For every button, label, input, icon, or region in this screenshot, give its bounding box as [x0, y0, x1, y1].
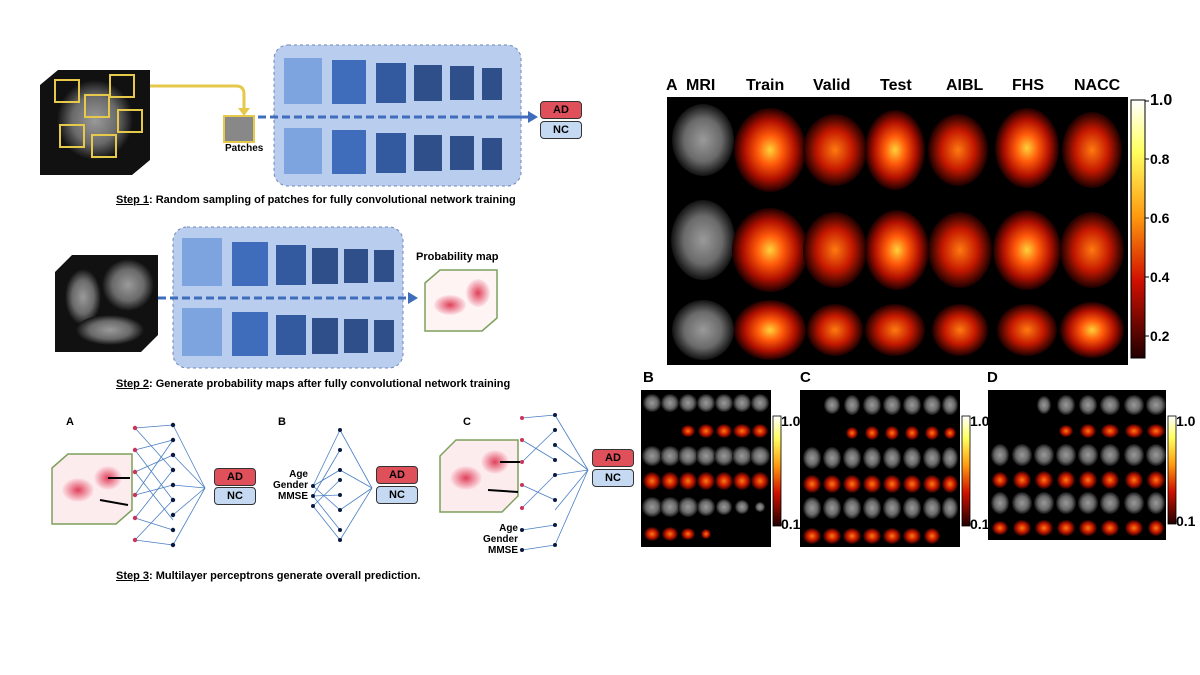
colorbar-tick-5: 0.2 — [1150, 328, 1170, 344]
heatmap-grid-a — [667, 97, 1128, 365]
col-header-nacc: NACC — [1074, 77, 1121, 94]
panel-a-letter: A — [666, 77, 678, 94]
colorbar-d — [1167, 415, 1177, 525]
step3-panel-a-letter: A — [66, 416, 74, 428]
input-b-gender: Gender — [272, 480, 308, 491]
col-header-mri: MRI — [686, 77, 716, 94]
nc-badge-a: NC — [214, 487, 256, 505]
colorbar-tick-4: 0.4 — [1150, 269, 1170, 285]
step1-diagram — [40, 44, 538, 187]
panel-b-letter: B — [643, 369, 654, 386]
colorbar-a — [1130, 99, 1146, 359]
step3-text: : Multilayer perceptrons generate overal… — [149, 570, 421, 582]
step1-label: Step 1 — [116, 194, 150, 206]
probability-map-label: Probability map — [416, 251, 499, 263]
step3-caption: Step 3: Multilayer perceptrons generate … — [116, 570, 420, 582]
input-b-age: Age — [289, 469, 308, 480]
panel-c-tick-high: 1.0 — [970, 413, 990, 429]
col-header-fhs: FHS — [1012, 77, 1044, 94]
patches-label: Patches — [225, 143, 264, 154]
step3-label: Step 3 — [116, 570, 150, 582]
nc-badge-c: NC — [592, 469, 634, 487]
input-c-age: Age — [499, 523, 518, 534]
input-c-gender: Gender — [482, 534, 518, 545]
ad-badge-b: AD — [376, 466, 418, 484]
step2-caption: Step 2: Generate probability maps after … — [116, 378, 510, 390]
inputs-b: Age Gender MMSE — [262, 469, 308, 502]
step2-label: Step 2 — [116, 378, 150, 390]
panel-c-tick-low: 0.1 — [970, 516, 990, 532]
step1-text: : Random sampling of patches for fully c… — [149, 194, 516, 206]
step1-caption: Step 1: Random sampling of patches for f… — [116, 194, 516, 206]
step3-panel-b-letter: B — [278, 416, 286, 428]
colorbar-b — [772, 415, 782, 527]
colorbar-c — [961, 415, 971, 527]
step3-diagram — [51, 413, 589, 552]
panel-d-letter: D — [987, 369, 998, 386]
ad-badge-step1: AD — [540, 101, 582, 119]
heatmap-grid-c — [800, 390, 960, 547]
panel-b-tick-high: 1.0 — [781, 413, 801, 429]
inputs-c: Age Gender MMSE — [470, 523, 518, 556]
panel-c-letter: C — [800, 369, 811, 386]
step2-text: : Generate probability maps after fully … — [149, 378, 511, 390]
col-header-test: Test — [880, 77, 912, 94]
colorbar-tick-1: 1.0 — [1150, 92, 1173, 109]
col-header-valid: Valid — [813, 77, 851, 94]
input-b-mmse: MMSE — [278, 491, 308, 502]
panel-d-tick-high: 1.0 — [1176, 413, 1196, 429]
col-header-aibl: AIBL — [946, 77, 984, 94]
ad-badge-a: AD — [214, 468, 256, 486]
panel-b-tick-low: 0.1 — [781, 516, 801, 532]
step2-diagram — [55, 226, 498, 369]
input-c-mmse: MMSE — [488, 545, 518, 556]
panel-d-tick-low: 0.1 — [1176, 513, 1196, 529]
heatmap-grid-d — [988, 390, 1166, 540]
colorbar-tick-3: 0.6 — [1150, 210, 1170, 226]
heatmap-grid-b — [641, 390, 771, 547]
step3-panel-c-letter: C — [463, 416, 471, 428]
nc-badge-b: NC — [376, 486, 418, 504]
ad-badge-c: AD — [592, 449, 634, 467]
patch-icon — [223, 115, 255, 143]
nc-badge-step1: NC — [540, 121, 582, 139]
col-header-train: Train — [746, 77, 785, 94]
colorbar-tick-2: 0.8 — [1150, 151, 1170, 167]
